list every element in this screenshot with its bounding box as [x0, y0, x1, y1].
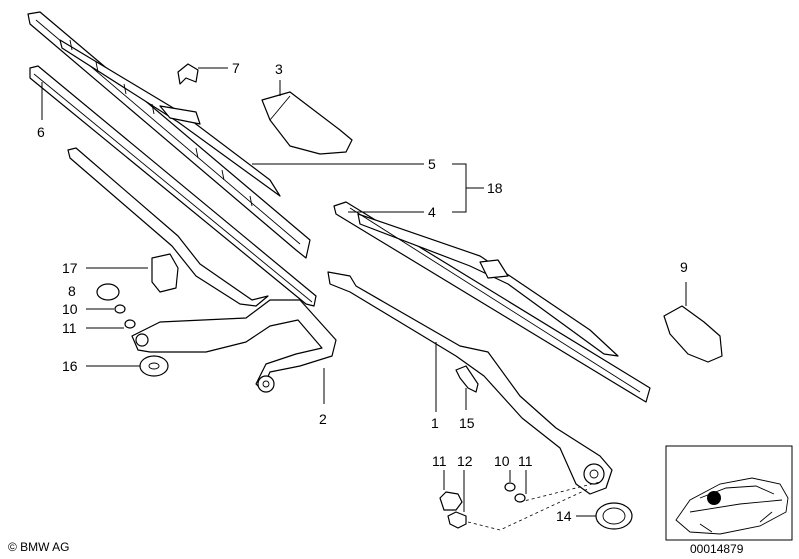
label-10-right: 10	[494, 453, 510, 469]
label-11-left: 11	[62, 320, 77, 336]
wiper-arm-2	[67, 147, 337, 393]
label-8: 8	[68, 283, 76, 299]
label-10-left: 10	[62, 301, 78, 317]
washer-11-right	[514, 493, 526, 503]
label-3: 3	[275, 61, 283, 77]
nut-10-right	[504, 482, 516, 492]
wiper-blade-4	[333, 201, 651, 403]
label-11-right: 11	[518, 453, 533, 469]
leader-lines	[41, 67, 687, 517]
washer-11-left	[124, 319, 136, 329]
label-17: 15	[459, 415, 475, 431]
drawing-number: 00014879	[690, 542, 744, 556]
cap-8	[96, 283, 120, 301]
label-6: 6	[37, 124, 45, 140]
nut-13	[447, 511, 467, 529]
label-1: 1	[431, 415, 439, 431]
seal-14	[595, 502, 633, 530]
seal-15	[139, 355, 169, 377]
clip-17	[455, 365, 479, 393]
label-5: 5	[428, 156, 436, 172]
label-14: 14	[556, 508, 572, 524]
label-18: 18	[487, 180, 503, 196]
wiper-arm-1	[327, 271, 613, 495]
copyright-text: © BMW AG	[8, 540, 70, 554]
cover-3	[261, 91, 353, 155]
cap-12	[439, 491, 463, 511]
wiper-blade-5	[27, 11, 311, 259]
cap-16	[151, 253, 179, 293]
clip-7	[177, 63, 199, 85]
label-2: 2	[319, 411, 327, 427]
label-12: 11	[432, 453, 447, 469]
label-4: 4	[428, 204, 436, 220]
wiper-rubber-6	[29, 65, 317, 307]
cover-9	[663, 305, 723, 363]
label-9: 9	[680, 259, 688, 275]
nut-10-left	[114, 304, 126, 314]
label-15: 16	[62, 358, 78, 374]
label-16: 17	[62, 260, 78, 276]
car-location-inset	[665, 445, 793, 541]
label-13: 12	[457, 453, 473, 469]
label-7: 7	[232, 60, 240, 76]
location-marker	[707, 491, 721, 505]
